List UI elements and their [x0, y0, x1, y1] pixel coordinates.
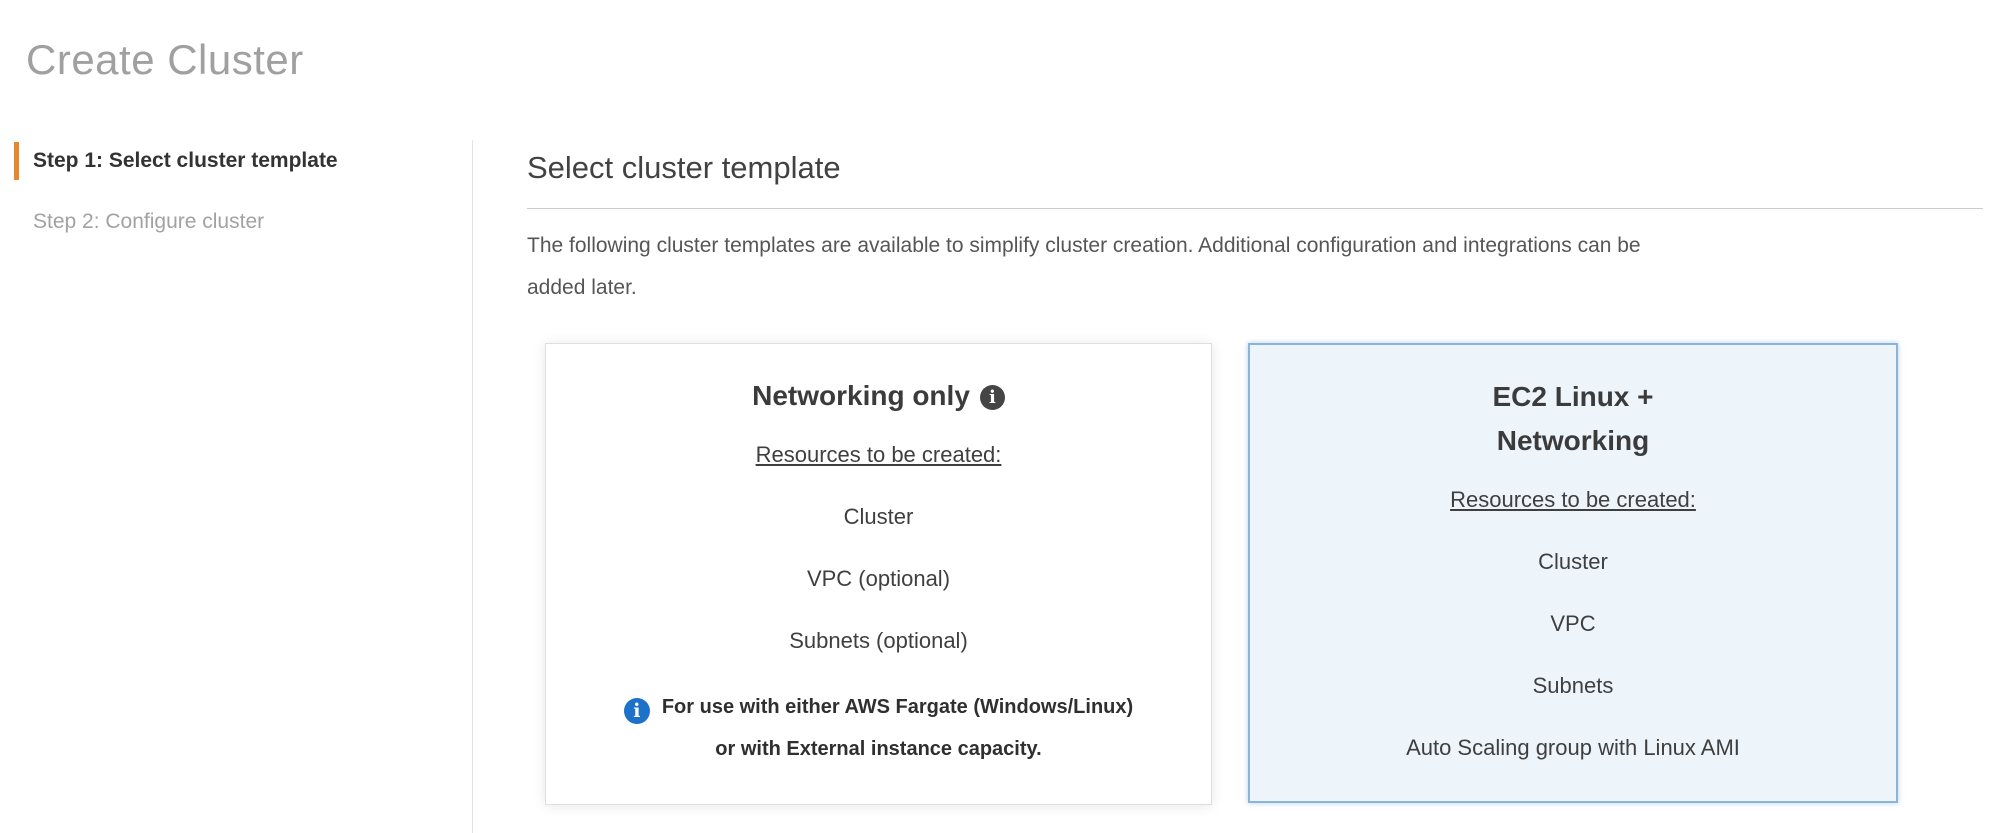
sidebar-divider [472, 140, 473, 833]
main-content: Select cluster template The following cl… [527, 150, 1983, 805]
description-line-1: The following cluster templates are avai… [527, 234, 1641, 257]
resource-item: Auto Scaling group with Linux AMI [1406, 735, 1740, 761]
sidebar-item-step-1: Step 1: Select cluster template [0, 142, 472, 180]
resource-item: Subnets [1532, 673, 1614, 699]
card-title-text: Networking only [752, 380, 970, 411]
resource-item: Subnets (optional) [789, 628, 968, 654]
section-description: The following cluster templates are avai… [527, 225, 1983, 309]
heading-divider [527, 208, 1983, 209]
card-title: Networking only i [546, 374, 1211, 418]
step-2-label: Step 2: Configure cluster [33, 210, 265, 233]
resource-item: Cluster [1538, 549, 1608, 575]
description-line-2: added later. [527, 276, 637, 299]
step-1-label: Step 1: Select cluster template [33, 149, 338, 172]
resources-label: Resources to be created: [755, 442, 1002, 468]
page-title: Create Cluster [26, 36, 304, 83]
current-step-accent-bar [14, 142, 19, 180]
resources-label: Resources to be created: [1450, 487, 1696, 513]
card-title-line-2: Networking [1496, 425, 1650, 457]
card-title: EC2 Linux + Networking [1250, 375, 1896, 463]
info-icon[interactable]: i [979, 385, 1005, 410]
card-title-line-1: EC2 Linux + [1492, 381, 1654, 412]
resource-item: VPC (optional) [806, 566, 951, 592]
note-line-2: or with External instance capacity. [715, 738, 1042, 760]
resource-item: Cluster [843, 504, 914, 530]
resource-item: VPC [1550, 611, 1596, 637]
section-heading: Select cluster template [527, 150, 841, 185]
sidebar-item-step-2: Step 2: Configure cluster [33, 210, 472, 234]
template-card-networking-only[interactable]: Networking only i Resources to be created… [545, 343, 1212, 805]
wizard-steps-sidebar: Step 1: Select cluster template Step 2: … [0, 142, 472, 234]
template-card-ec2-linux-networking[interactable]: EC2 Linux + Networking Resources to be c… [1248, 343, 1898, 803]
template-card-row: Networking only i Resources to be created… [545, 343, 1983, 805]
info-icon: i [623, 698, 650, 724]
